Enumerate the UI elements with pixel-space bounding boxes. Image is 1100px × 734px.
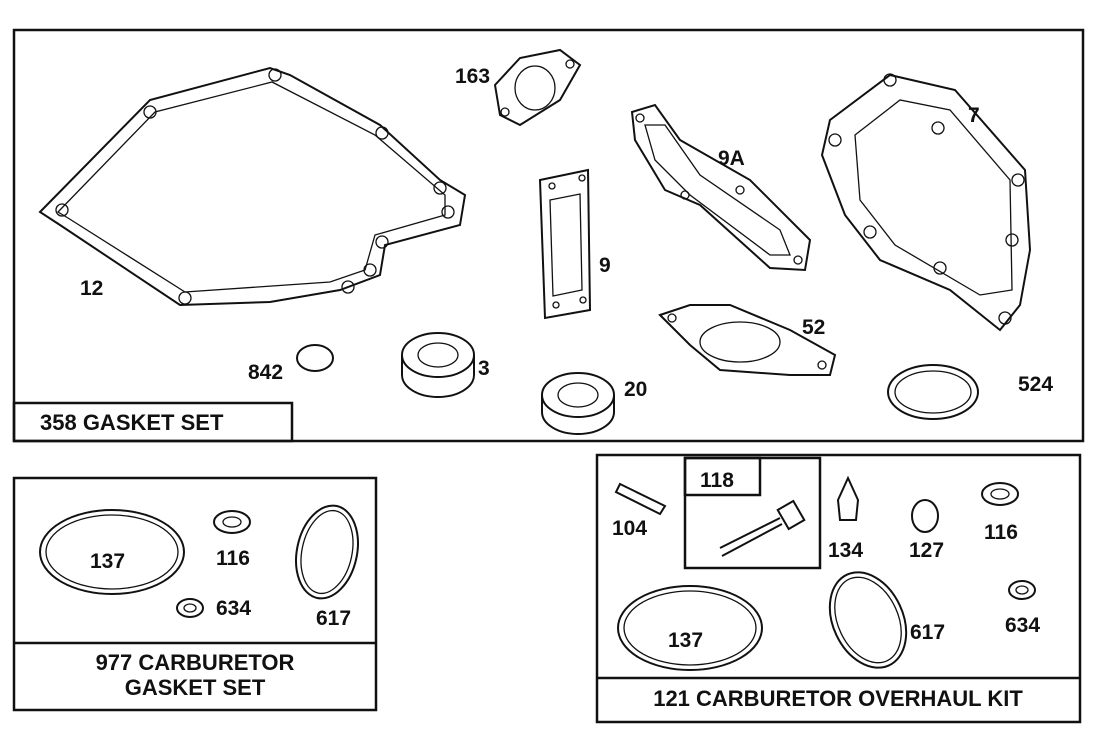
part-label-524: 524 (1018, 373, 1053, 396)
part-label-9A: 9A (718, 147, 745, 170)
needle-valve-screw (719, 499, 806, 557)
oil-seal-20 (541, 372, 615, 435)
part-label-617: 617 (316, 607, 351, 630)
sub-kit-label-118: 118 (700, 469, 734, 492)
gasket-9A (630, 103, 812, 272)
part-label-3: 3 (478, 357, 490, 380)
part-label-163: 163 (455, 65, 490, 88)
carb-gasket-set-panel: 977 CARBURETOR GASKET SET 137 116 634 61… (12, 476, 378, 712)
part-label-52: 52 (802, 316, 825, 339)
gasket-163 (493, 48, 582, 127)
carb-gasket-set-title-line2: GASKET SET (125, 675, 266, 700)
washer-116 (981, 482, 1019, 506)
part-label-9: 9 (599, 254, 611, 277)
part-label-7: 7 (968, 104, 980, 127)
gasket-617 (828, 571, 908, 669)
gasket-617 (295, 504, 359, 600)
part-label-634: 634 (216, 597, 251, 620)
part-label-116: 116 (216, 547, 250, 570)
gasket-9 (538, 168, 592, 320)
o-ring-842 (296, 344, 334, 372)
carb-overhaul-kit-title: 121 CARBURETOR OVERHAUL KIT (653, 686, 1023, 711)
washer-116 (213, 510, 251, 534)
gasket-52 (658, 304, 837, 376)
plug-127 (911, 499, 939, 533)
gasket-set-title: 358 GASKET SET (40, 410, 224, 435)
part-label-842: 842 (248, 361, 283, 384)
part-label-116: 116 (984, 521, 1018, 544)
crankcase-gasket-12 (38, 66, 467, 307)
part-label-12: 12 (80, 277, 103, 300)
ring-524 (887, 364, 979, 420)
part-label-634: 634 (1005, 614, 1040, 637)
head-gasket-7 (820, 73, 1032, 332)
float-needle-134 (836, 475, 860, 521)
gasket-137 (39, 509, 185, 595)
part-label-20: 20 (624, 378, 647, 401)
carb-gasket-set-title-line1: 977 CARBURETOR (96, 650, 295, 675)
part-label-137: 137 (668, 629, 703, 652)
pin-104 (614, 482, 667, 516)
washer-634 (176, 598, 204, 618)
gasket-set-panel: 358 GASKET SET (12, 28, 1085, 443)
part-label-127: 127 (909, 539, 944, 562)
part-label-104: 104 (612, 517, 647, 540)
oil-seal-3 (401, 332, 475, 398)
part-label-137: 137 (90, 550, 125, 573)
gasket-137 (617, 585, 763, 671)
washer-634 (1008, 580, 1036, 600)
carb-overhaul-kit-panel: 121 CARBURETOR OVERHAUL KIT 118 104 134 … (595, 453, 1082, 724)
part-label-617: 617 (910, 621, 945, 644)
part-label-134: 134 (828, 539, 863, 562)
